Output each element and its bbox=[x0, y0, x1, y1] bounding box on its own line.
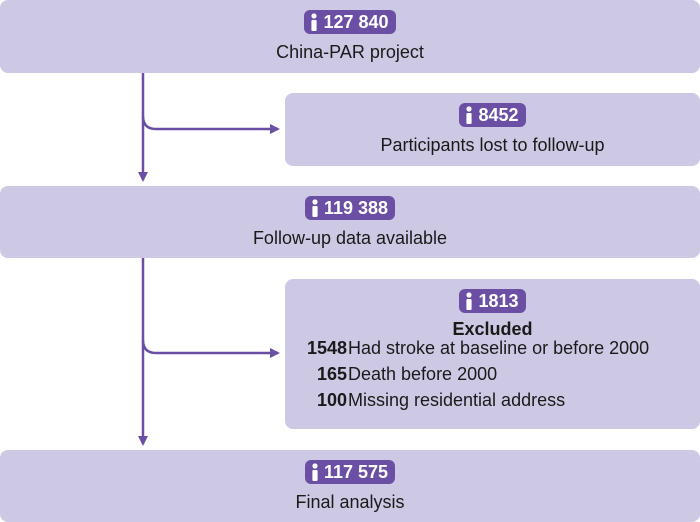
followup-count: 119 388 bbox=[323, 198, 389, 218]
lost-label: Participants lost to follow-up bbox=[380, 135, 605, 155]
lost-count: 8452 bbox=[478, 105, 519, 125]
box-final: 117 575 Final analysis bbox=[0, 450, 700, 522]
final-count: 117 575 bbox=[323, 462, 389, 482]
reason-label: Had stroke at baseline or before 2000 bbox=[348, 338, 650, 358]
box-project: 127 840 China-PAR project bbox=[0, 0, 700, 73]
reason-count: 1548 bbox=[306, 338, 347, 358]
excluded-count: 1813 bbox=[478, 291, 519, 311]
box-lost: 8452 Participants lost to follow-up bbox=[285, 93, 700, 166]
project-label: China-PAR project bbox=[276, 42, 424, 62]
box-excluded: 1813 Excluded 1548 Had stroke at baselin… bbox=[285, 279, 700, 429]
count-badge: 119 388 bbox=[304, 196, 396, 220]
count-badge: 117 575 bbox=[304, 460, 396, 484]
reason-count: 165 bbox=[316, 364, 347, 384]
reason-label: Missing residential address bbox=[348, 390, 566, 410]
reason-count: 100 bbox=[316, 390, 347, 410]
arrow-to-lost bbox=[141, 115, 280, 134]
list-item: 165 Death before 2000 bbox=[285, 363, 700, 389]
arrow-to-excluded bbox=[141, 339, 280, 358]
count-badge: 127 840 bbox=[304, 10, 396, 34]
list-item: 1548 Had stroke at baseline or before 20… bbox=[285, 337, 700, 363]
followup-label: Follow-up data available bbox=[252, 228, 448, 248]
person-icon bbox=[466, 106, 473, 124]
excluded-heading: Excluded bbox=[452, 319, 533, 339]
person-icon bbox=[311, 13, 318, 31]
person-icon bbox=[312, 199, 318, 217]
excluded-reasons-list: 1548 Had stroke at baseline or before 20… bbox=[285, 337, 700, 415]
box-followup: 119 388 Follow-up data available bbox=[0, 186, 700, 258]
final-label: Final analysis bbox=[295, 492, 405, 512]
count-badge: 8452 bbox=[459, 103, 526, 127]
person-icon bbox=[466, 292, 473, 310]
list-item: 100 Missing residential address bbox=[285, 389, 700, 415]
person-icon bbox=[312, 463, 318, 481]
count-badge: 1813 bbox=[459, 289, 526, 313]
project-count: 127 840 bbox=[323, 12, 389, 32]
reason-label: Death before 2000 bbox=[348, 364, 498, 384]
